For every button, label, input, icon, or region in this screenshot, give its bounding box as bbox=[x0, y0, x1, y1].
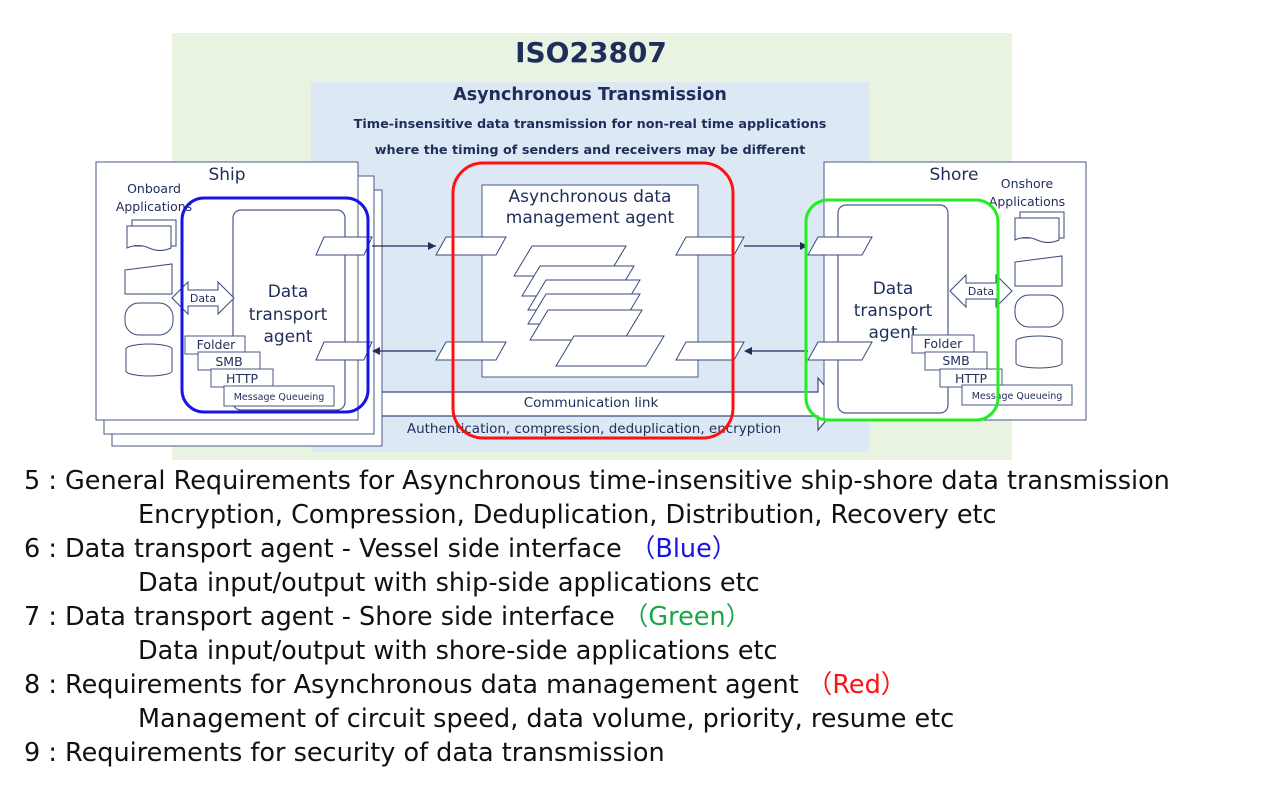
async-description-line-2: where the timing of senders and receiver… bbox=[375, 143, 806, 158]
requirement-6-title: 6 : Data transport agent - Vessel side i… bbox=[24, 534, 622, 564]
requirement-5-detail: Encryption, Compression, Deduplication, … bbox=[138, 500, 997, 530]
requirement-5: 5 : General Requirements for Asynchronou… bbox=[24, 464, 1284, 498]
requirement-6-detail: Data input/output with ship-side applica… bbox=[138, 568, 760, 598]
onshore-app-icons bbox=[1014, 211, 1065, 369]
async-title: Asynchronous Transmission bbox=[453, 85, 727, 105]
green-highlight-box bbox=[804, 198, 1000, 422]
shore-agent-label-3: agent bbox=[868, 323, 917, 343]
ship-agent-label-2: transport bbox=[249, 305, 328, 325]
requirement-8-color-note: （Red） bbox=[806, 670, 907, 700]
data-queue-stack bbox=[513, 245, 665, 367]
requirement-7-color-note: （Green） bbox=[622, 602, 752, 632]
requirement-7: 7 : Data transport agent - Shore side in… bbox=[24, 600, 1284, 634]
ship-ports bbox=[315, 236, 373, 361]
ship-data-arrow bbox=[171, 280, 235, 316]
red-highlight-box bbox=[451, 161, 735, 440]
ship-protocol-mq: Message Queueing bbox=[234, 392, 325, 403]
communication-link-label: Communication link bbox=[524, 395, 659, 411]
shore-protocol-stack bbox=[911, 334, 1073, 406]
shore-protocol-http: HTTP bbox=[955, 371, 987, 386]
onboard-apps-label-1: Onboard bbox=[127, 181, 181, 196]
requirement-8: 8 : Requirements for Asynchronous data m… bbox=[24, 668, 1284, 702]
iso23807-diagram: ISO23807 Asynchronous Transmission Time-… bbox=[95, 33, 1087, 460]
shore-protocol-smb: SMB bbox=[942, 353, 969, 368]
requirement-9: 9 : Requirements for security of data tr… bbox=[24, 736, 1284, 770]
blue-highlight-box bbox=[180, 196, 370, 414]
onshore-apps-label-1: Onshore bbox=[1001, 176, 1054, 191]
ship-protocol-stack bbox=[184, 335, 335, 407]
ship-protocol-smb: SMB bbox=[215, 354, 242, 369]
async-description-line-1: Time-insensitive data transmission for n… bbox=[354, 117, 827, 132]
communication-link-features: Authentication, compression, deduplicati… bbox=[407, 421, 781, 437]
management-agent-label-1: Asynchronous data bbox=[509, 187, 672, 207]
requirement-5-title: 5 : General Requirements for Asynchronou… bbox=[24, 466, 1170, 496]
requirement-6-color-note: （Blue） bbox=[629, 534, 738, 564]
shore-protocol-folder: Folder bbox=[924, 336, 963, 351]
shore-agent-label-1: Data bbox=[873, 279, 914, 299]
shore-data-arrow-label: Data bbox=[968, 285, 994, 298]
requirement-6: 6 : Data transport agent - Vessel side i… bbox=[24, 532, 1284, 566]
requirement-9-title: 9 : Requirements for security of data tr… bbox=[24, 738, 665, 768]
requirement-8-detail: Management of circuit speed, data volume… bbox=[138, 704, 955, 734]
shore-transport-agent-box bbox=[837, 204, 949, 414]
connection-arrows bbox=[372, 242, 808, 355]
requirement-7-detail: Data input/output with shore-side applic… bbox=[138, 636, 778, 666]
shore-agent-label-2: transport bbox=[854, 301, 933, 321]
shore-protocol-mq: Message Queueing bbox=[972, 391, 1063, 402]
shore-ports bbox=[807, 236, 873, 361]
diagram-title: ISO23807 bbox=[515, 36, 667, 69]
shore-label: Shore bbox=[929, 165, 978, 185]
onshore-apps-label-2: Applications bbox=[989, 194, 1065, 209]
ship-protocol-http: HTTP bbox=[226, 371, 258, 386]
onboard-apps-label-2: Applications bbox=[116, 199, 192, 214]
ship-protocol-folder: Folder bbox=[197, 337, 236, 352]
requirements-list: 5 : General Requirements for Asynchronou… bbox=[24, 464, 1284, 770]
ship-data-arrow-label: Data bbox=[190, 292, 216, 305]
requirement-8-title: 8 : Requirements for Asynchronous data m… bbox=[24, 670, 799, 700]
onboard-app-icons bbox=[124, 219, 177, 377]
ship-agent-label-3: agent bbox=[263, 327, 312, 347]
requirement-7-title: 7 : Data transport agent - Shore side in… bbox=[24, 602, 615, 632]
ship-agent-label-1: Data bbox=[268, 282, 309, 302]
management-agent-label-2: management agent bbox=[506, 208, 675, 228]
ship-label: Ship bbox=[208, 165, 245, 185]
